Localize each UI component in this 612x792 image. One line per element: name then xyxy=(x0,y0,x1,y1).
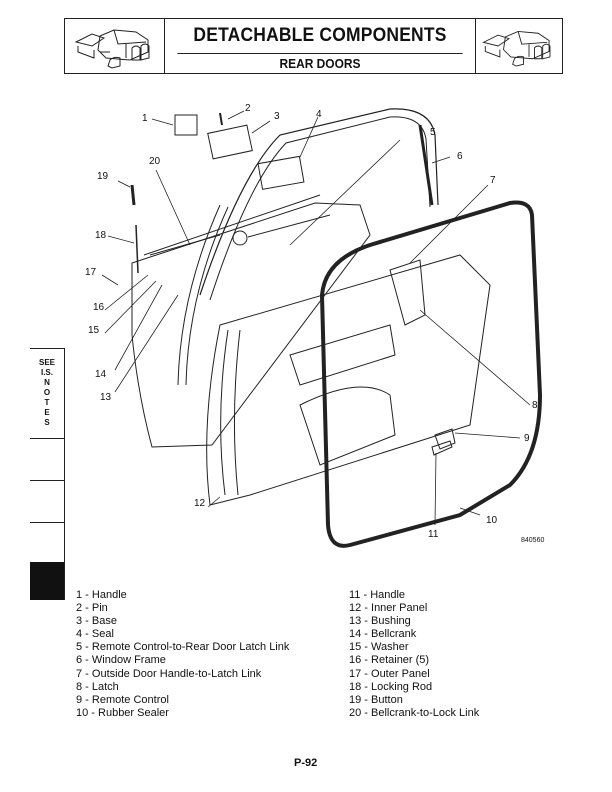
notes-letter: N xyxy=(44,378,50,387)
legend-item: 17 - Outer Panel xyxy=(349,667,430,680)
remote-control xyxy=(434,428,456,450)
tab-divider xyxy=(30,438,64,439)
callout-12: 12 xyxy=(194,498,206,509)
legend-item: 1 - Handle xyxy=(76,589,127,601)
legend-item: 5 - Remote Control-to-Rear Door Latch Li… xyxy=(76,641,290,654)
callout-8: 8 xyxy=(532,400,538,411)
callout-10: 10 xyxy=(486,515,498,526)
vehicle-exploded-body-icon xyxy=(74,29,149,69)
notes-letter: S xyxy=(44,418,50,427)
pin xyxy=(219,112,223,126)
legend-item: 13 - Bushing xyxy=(349,615,411,628)
notes-letter: T xyxy=(44,398,50,407)
parts-legend-left: 1 - Handle 2 - Pin 3 - Base 4 - Seal 5 -… xyxy=(76,589,289,720)
legend-item: 15 - Washer xyxy=(349,641,409,654)
window-frame xyxy=(199,108,439,296)
callout-11: 11 xyxy=(428,529,439,540)
page-subtitle: REAR DOORS xyxy=(279,56,361,71)
side-index-tab: SEE I.S. N O T E S xyxy=(30,348,65,600)
callout-18: 18 xyxy=(95,230,107,241)
legend-item: 19 - Button xyxy=(349,693,403,706)
tab-divider xyxy=(30,348,64,349)
callout-5: 5 xyxy=(430,127,436,138)
inner-panel xyxy=(206,254,491,506)
legend-item: 11 - Handle xyxy=(349,589,406,601)
bushing xyxy=(232,230,248,246)
legend-item: 20 - Bellcrank-to-Lock Link xyxy=(349,706,480,719)
callout-6: 6 xyxy=(457,151,463,162)
rubber-sealer xyxy=(319,200,543,548)
legend-item: 6 - Window Frame xyxy=(76,654,166,667)
callout-15: 15 xyxy=(88,325,100,336)
callout-9: 9 xyxy=(524,433,530,444)
parts-legend-right: 11 - Handle 12 - Inner Panel 13 - Bushin… xyxy=(349,589,479,720)
legend-item: 2 - Pin xyxy=(76,602,108,615)
legend-item: 18 - Locking Rod xyxy=(349,680,433,693)
callout-19: 19 xyxy=(97,171,109,182)
legend-item: 9 - Remote Control xyxy=(76,693,169,706)
locking-rod xyxy=(135,224,139,274)
callout-7: 7 xyxy=(490,175,496,186)
tab-divider xyxy=(30,480,64,481)
handle-11 xyxy=(431,440,453,456)
figure-number: 840560 xyxy=(521,537,545,544)
legend-item: 16 - Retainer (5) xyxy=(349,654,430,667)
header-logo-left xyxy=(65,19,165,73)
is-label: I.S. xyxy=(40,368,53,377)
see-is-notes-label: SEE I.S. N O T E S xyxy=(30,358,64,428)
callout-14: 14 xyxy=(95,369,107,380)
page-number: P-92 xyxy=(294,757,318,769)
legend-item: 4 - Seal xyxy=(76,628,114,641)
legend-item: 14 - Bellcrank xyxy=(349,628,417,641)
latch xyxy=(389,259,426,326)
vehicle-exploded-body-icon xyxy=(482,30,551,67)
header-logo-right xyxy=(475,19,562,73)
legend-item: 12 - Inner Panel xyxy=(349,602,428,615)
legend-item: 3 - Base xyxy=(76,615,117,628)
legend-item: 7 - Outside Door Handle-to-Latch Link xyxy=(76,667,262,680)
callout-2: 2 xyxy=(245,103,251,114)
legend-item: 10 - Rubber Sealer xyxy=(76,706,169,719)
tab-divider xyxy=(30,522,64,523)
base xyxy=(207,124,253,160)
handle-1 xyxy=(174,114,198,136)
notes-letter: E xyxy=(44,408,50,417)
see-label: SEE xyxy=(38,358,55,367)
button xyxy=(130,184,136,206)
callout-20: 20 xyxy=(149,156,161,167)
window-glass xyxy=(257,155,305,190)
callout-3: 3 xyxy=(274,111,280,122)
outer-panel xyxy=(131,202,371,448)
exploded-diagram: 1 2 3 4 5 6 7 8 9 10 11 12 13 14 15 16 1… xyxy=(60,95,580,555)
section-marker-block xyxy=(30,562,64,600)
page-header: DETACHABLE COMPONENTS REAR DOORS xyxy=(64,18,563,74)
page-title: DETACHABLE COMPONENTS xyxy=(177,19,463,54)
legend-item: 8 - Latch xyxy=(76,680,119,693)
callout-16: 16 xyxy=(93,302,105,313)
bellcrank-to-lock-link xyxy=(149,234,221,256)
callout-13: 13 xyxy=(100,392,112,403)
callout-1: 1 xyxy=(142,113,148,124)
callout-4: 4 xyxy=(316,109,322,120)
callout-17: 17 xyxy=(85,267,97,278)
notes-letter: O xyxy=(43,388,51,397)
